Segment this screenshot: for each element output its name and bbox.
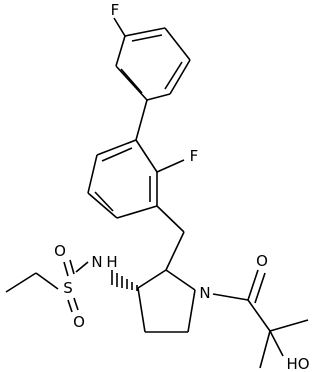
bond-ethyl (5, 272, 37, 293)
atom-oxygen-sulfonyl-top: O (54, 242, 66, 260)
molecule-canvas: F F N H S O O N O HO (5, 1, 310, 372)
bond-c-o-carbonyl (247, 269, 259, 301)
bond-c-f-top (113, 17, 126, 37)
bond-c-o-carbonyl-2 (254, 272, 266, 304)
hashed-bond-c3-nh (111, 270, 138, 291)
atom-fluorine-mid: F (190, 147, 199, 165)
atom-sulfur: S (63, 279, 73, 297)
bond-s-o-top-2 (69, 259, 75, 275)
bond-c-f-mid (156, 159, 185, 173)
ring-top-fluorophenyl (115, 27, 191, 101)
bond-cq-oh (269, 330, 284, 357)
atom-oxygen-carbonyl: O (256, 252, 268, 270)
ring-pyrrolidine (137, 269, 196, 333)
bond-carbonyl-cq (247, 299, 271, 332)
bond-cq-me-left (259, 330, 271, 369)
bond-s-ch2 (35, 272, 59, 290)
bond-ch2-c2 (165, 231, 185, 271)
atom-nitrogen-sulfonamide: N (91, 253, 102, 271)
bond-cq-me-right (269, 319, 309, 332)
atom-oxygen-sulfonyl-bottom: O (73, 313, 85, 331)
atom-nitrogen-ring: N (199, 284, 210, 302)
bond-s-o-top (63, 261, 69, 277)
bond-s-o-bottom (67, 299, 73, 313)
atom-fluorine-top: F (111, 1, 120, 19)
bond-biaryl (135, 99, 148, 141)
bond-aryl-ch2 (156, 205, 185, 233)
bond-s-o-bottom-2 (73, 297, 79, 311)
ring-middle-fluorophenyl (87, 139, 158, 219)
atom-hydrogen-sulfonamide: H (106, 253, 117, 271)
bond-n-s (75, 261, 89, 273)
atom-hydroxyl: HO (286, 355, 309, 372)
structure-diagram: F F N H S O O N O HO (5, 1, 310, 372)
bond-n-carbonyl (212, 293, 249, 301)
